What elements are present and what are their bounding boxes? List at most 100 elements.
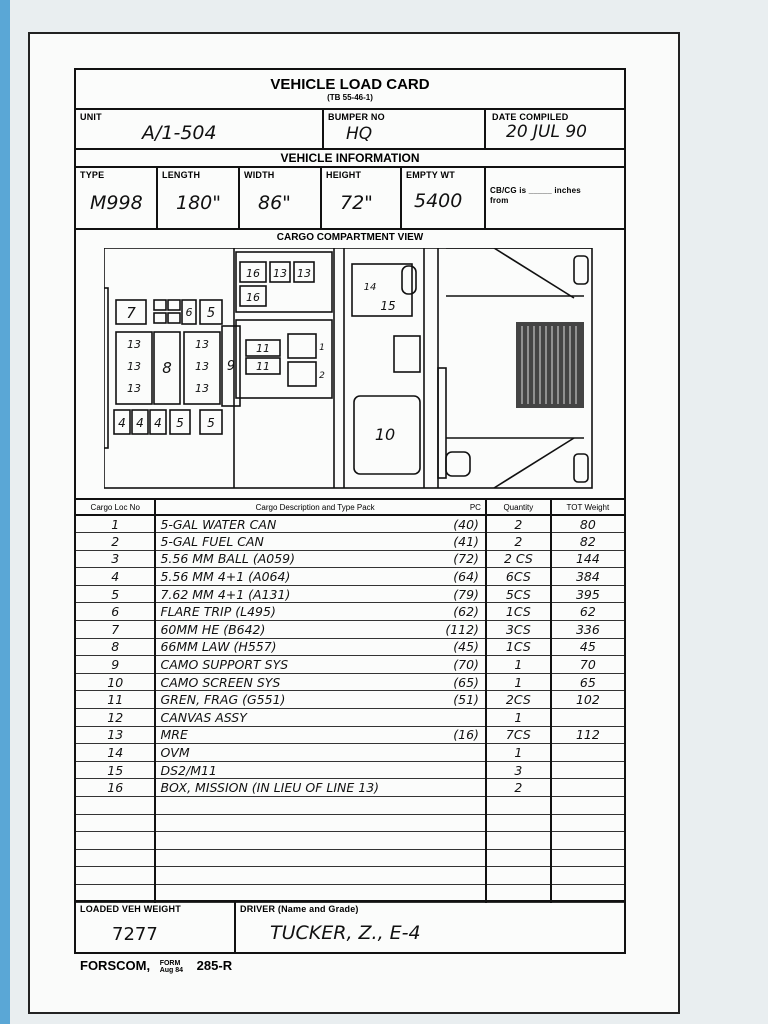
cargo-desc-cell <box>155 831 487 850</box>
mirror-top <box>573 255 589 285</box>
box-16b <box>239 285 267 307</box>
length-label: LENGTH <box>162 170 201 180</box>
handle-icon <box>401 265 417 295</box>
vehicle-info-row: TYPE M998 LENGTH 180" WIDTH 86" HEIGHT 7… <box>76 166 624 228</box>
cbcg-cell: CB/CG is _____ inches from <box>486 168 626 228</box>
cargo-desc: 7.62 MM 4+1 (A131) <box>160 586 291 602</box>
cargo-pc: (41) <box>453 533 479 549</box>
header-desc: Cargo Description and Type Pack PC <box>155 499 487 516</box>
cargo-qty: 1CS <box>485 638 552 657</box>
cargo-desc-cell: CAMO SUPPORT SYS(70) <box>155 655 487 674</box>
cargo-qty: 5CS <box>485 585 552 604</box>
box-16a <box>239 261 267 283</box>
label-14: 14 <box>364 282 377 293</box>
seat-block <box>393 335 421 373</box>
cargo-qty: 2 <box>485 515 552 534</box>
stack-13-right <box>183 331 221 405</box>
label-13g: 13 <box>195 360 209 373</box>
cargo-desc-cell <box>155 814 487 833</box>
cargo-loc: 15 <box>76 761 157 780</box>
cargo-pc: (16) <box>453 727 479 743</box>
box-10 <box>353 395 421 475</box>
width-cell: WIDTH 86" <box>240 168 322 228</box>
unit-label: UNIT <box>80 112 102 122</box>
cargo-qty: 2CS <box>485 690 552 710</box>
box-7 <box>115 299 147 325</box>
vehicle-info-heading-row: VEHICLE INFORMATION <box>76 148 624 166</box>
label-1: 1 <box>319 343 325 353</box>
footer-form-block: FORM Aug 84 <box>160 960 183 974</box>
cargo-qty: 7CS <box>485 726 552 745</box>
cargo-loc: 9 <box>76 655 157 674</box>
height-label: HEIGHT <box>326 170 362 180</box>
cargo-weight: 384 <box>550 567 624 586</box>
box-5b <box>169 409 191 435</box>
cab-middle-area <box>235 319 333 399</box>
cargo-loc: 16 <box>76 778 157 797</box>
loaded-weight-value: 7277 <box>112 924 158 945</box>
cargo-weight: 70 <box>550 655 624 674</box>
driver-cell: DRIVER (Name and Grade) TUCKER, Z., E-4 <box>236 902 624 952</box>
cargo-pc: (72) <box>453 551 479 567</box>
cargo-qty <box>485 814 552 833</box>
hood-line-b <box>493 437 575 489</box>
cargo-qty: 2 <box>485 532 552 551</box>
cargo-loc <box>76 849 157 868</box>
cargo-pc <box>479 763 481 778</box>
cargo-desc-cell: CAMO SCREEN SYS(65) <box>155 673 487 692</box>
box-14-15-area <box>351 263 413 317</box>
cargo-loc <box>76 814 157 833</box>
cargo-desc-cell: 7.62 MM 4+1 (A131)(79) <box>155 585 487 604</box>
side-panel <box>437 367 447 479</box>
cargo-desc: 5-GAL FUEL CAN <box>160 533 264 549</box>
cargo-weight: 102 <box>550 690 624 710</box>
height-value: 72" <box>340 192 373 214</box>
box-small-d <box>167 312 181 324</box>
label-13c: 13 <box>127 338 141 351</box>
cargo-desc-cell <box>155 796 487 815</box>
cargo-desc: 5.56 MM 4+1 (A064) <box>160 569 291 585</box>
cargo-loc <box>76 866 157 885</box>
mirror-bottom <box>573 453 589 483</box>
cargo-qty: 1 <box>485 655 552 674</box>
box-1 <box>287 333 317 359</box>
label-7: 7 <box>126 304 136 322</box>
label-4a: 4 <box>118 416 126 430</box>
cargo-loc: 11 <box>76 690 157 710</box>
cargo-loc: 13 <box>76 726 157 745</box>
card-title-row: VEHICLE LOAD CARD (TB 55-46-1) <box>76 70 624 108</box>
loaded-weight-cell: LOADED VEH WEIGHT 7277 <box>76 902 236 952</box>
cargo-weight <box>550 796 624 815</box>
cargo-loc: 4 <box>76 567 157 586</box>
label-8: 8 <box>162 359 172 377</box>
box-4a <box>113 409 131 435</box>
cargo-qty <box>485 849 552 868</box>
cargo-desc: 5-GAL WATER CAN <box>160 516 277 532</box>
cbcg-from-label: from <box>490 196 509 205</box>
left-rail <box>104 287 109 449</box>
cargo-weight: 65 <box>550 673 624 692</box>
driver-value: TUCKER, Z., E-4 <box>270 922 421 944</box>
header-pc: PC <box>469 502 481 512</box>
cargo-weight: 62 <box>550 602 624 622</box>
bumper-cell: BUMPER NO HQ <box>324 110 486 148</box>
cargo-desc: MRE <box>160 727 188 743</box>
label-4b: 4 <box>136 416 144 430</box>
cargo-view-heading-row: CARGO COMPARTMENT VIEW <box>76 228 624 246</box>
cargo-pc: (51) <box>453 692 479 708</box>
cargo-desc-cell: DS2/M11 <box>155 761 487 780</box>
cargo-pc: (65) <box>453 674 479 690</box>
cargo-view-heading: CARGO COMPARTMENT VIEW <box>276 232 424 243</box>
box-13b <box>293 261 315 283</box>
cargo-qty: 1 <box>485 743 552 762</box>
cargo-table-header: Cargo Loc No Cargo Description and Type … <box>76 499 624 516</box>
label-4c: 4 <box>154 416 162 430</box>
label-16b: 16 <box>246 291 260 304</box>
cargo-weight <box>550 814 624 833</box>
cargo-loc: 10 <box>76 673 157 692</box>
hood-line-a <box>493 248 575 299</box>
